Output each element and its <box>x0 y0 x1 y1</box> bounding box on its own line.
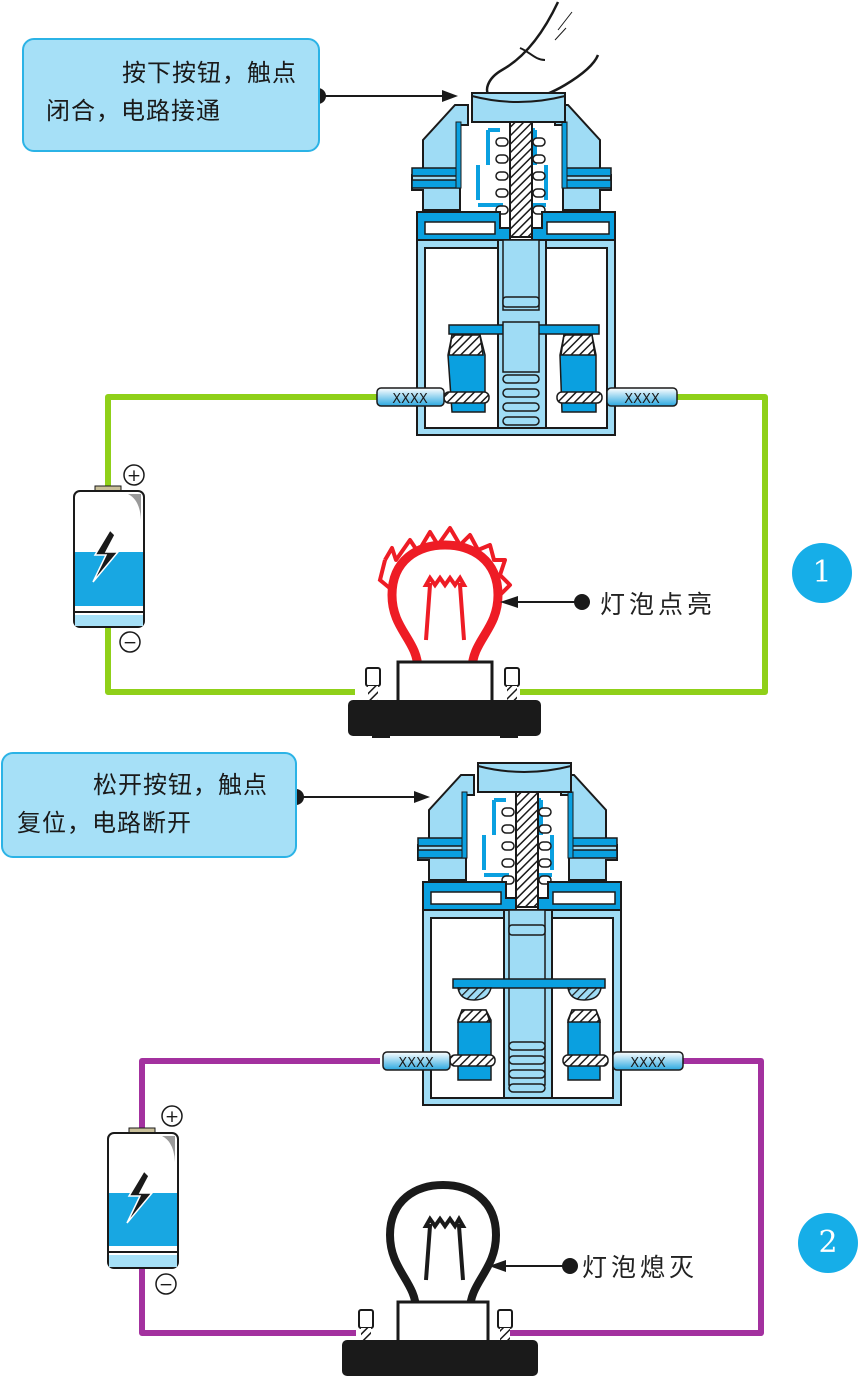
callout-1-line-2: 闭合，电路接通 <box>46 97 221 125</box>
cable-right: XXXX <box>606 387 678 407</box>
callout-pointer-2 <box>288 789 430 805</box>
battery-positive-2: + <box>165 1107 179 1127</box>
panel-1-closed-circuit: XXXX XXXX <box>73 1 768 738</box>
bulb-base-2 <box>342 1300 538 1376</box>
step-badge-2: 2 <box>798 1213 858 1273</box>
callout-2-line-2: 复位，电路断开 <box>17 809 192 837</box>
cable-right: XXXX <box>612 1051 684 1071</box>
svg-text:XXXX: XXXX <box>624 392 660 407</box>
bulb-pointer-1 <box>500 594 590 610</box>
fixed-contact-right <box>566 1009 602 1081</box>
bulb-lit-label: 灯泡点亮 <box>600 590 717 619</box>
push-button-switch-closed: XXXX XXXX <box>376 91 678 436</box>
svg-text:XXXX: XXXX <box>392 392 428 407</box>
battery-negative-2: − <box>159 1275 173 1295</box>
bulb-base-1 <box>348 660 541 738</box>
battery-icon <box>73 464 145 653</box>
bulb-off-label: 灯泡熄灭 <box>582 1253 699 1282</box>
finger-icon <box>485 1 600 103</box>
push-button-switch-open: XXXX XXXX <box>382 761 684 1106</box>
panel-2-open-circuit: XXXX XXXX <box>107 761 764 1376</box>
bulb-pointer-2 <box>489 1258 578 1274</box>
svg-text:XXXX: XXXX <box>630 1056 666 1071</box>
callout-release-button: 松开按钮，触点 复位，电路断开 <box>1 752 297 858</box>
cable-left: XXXX <box>376 387 445 407</box>
battery-icon <box>107 1105 183 1295</box>
callout-pointer-1 <box>310 88 458 104</box>
svg-text:XXXX: XXXX <box>398 1056 434 1071</box>
cable-left: XXXX <box>382 1051 451 1071</box>
fixed-contact-left <box>456 1009 492 1081</box>
battery-positive-1: + <box>127 466 141 486</box>
battery-negative-1: − <box>123 633 137 653</box>
callout-2-line-1: 松开按钮，触点 <box>93 771 268 799</box>
callout-press-button: 按下按钮，触点 闭合，电路接通 <box>22 38 320 152</box>
step-badge-1: 1 <box>792 543 852 603</box>
callout-1-line-1: 按下按钮，触点 <box>122 59 297 87</box>
